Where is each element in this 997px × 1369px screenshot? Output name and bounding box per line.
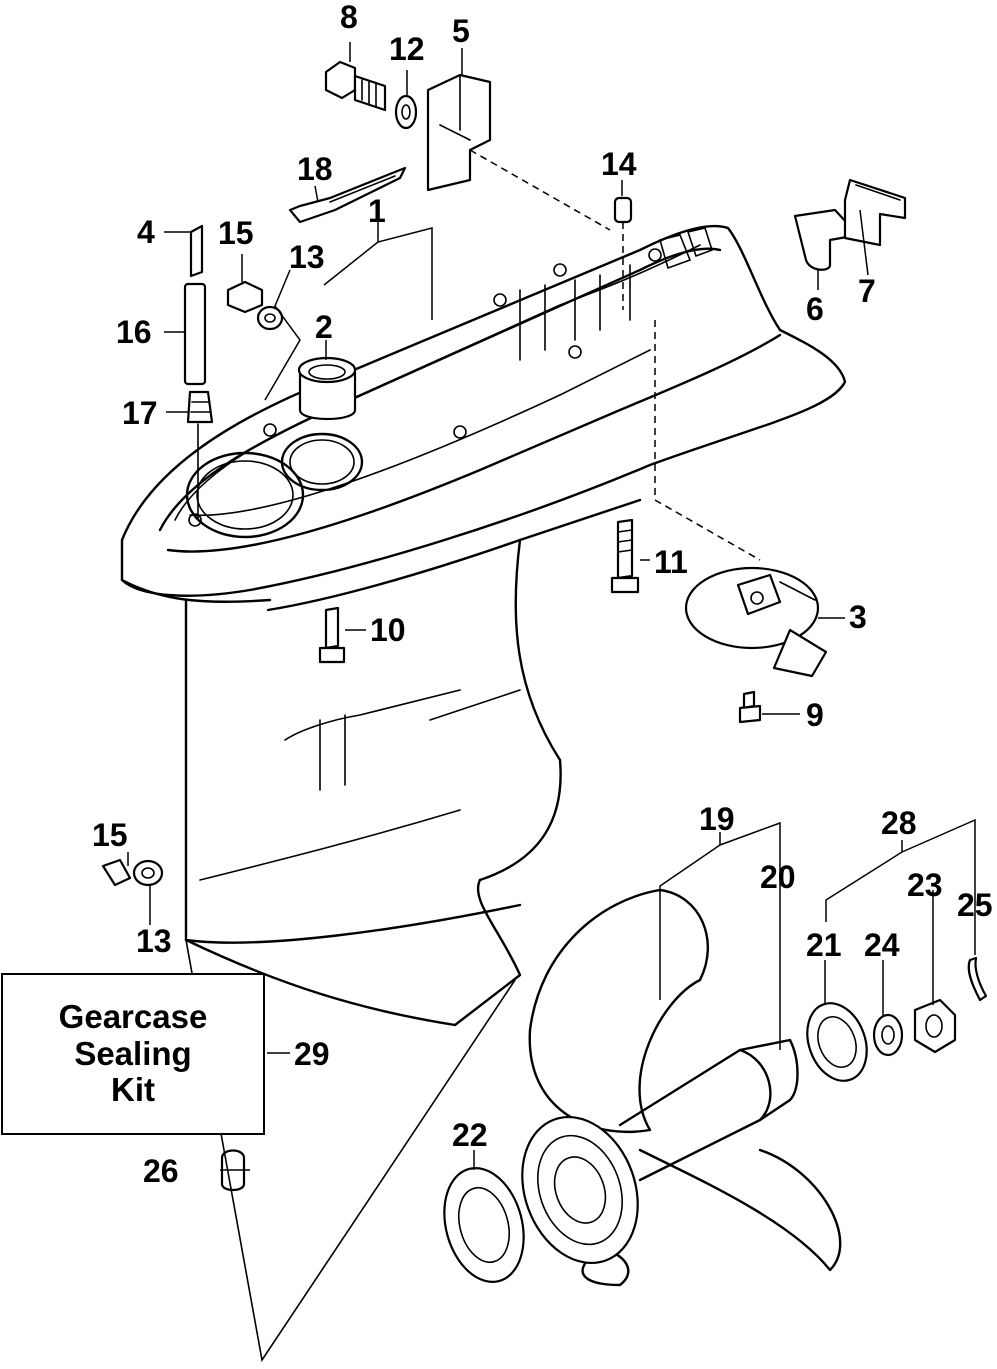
callout-6: 6 bbox=[806, 291, 824, 327]
trim-tab-3-part bbox=[684, 566, 828, 678]
callout-21: 21 bbox=[806, 927, 842, 963]
gearcase-housing bbox=[120, 224, 847, 1027]
callout-13-side: 13 bbox=[136, 923, 172, 959]
callout-12: 12 bbox=[389, 31, 425, 67]
plug-15-side-part bbox=[101, 858, 132, 887]
fitting-17-part bbox=[186, 390, 214, 521]
nut-23-part bbox=[913, 998, 957, 1054]
callout-18: 18 bbox=[297, 151, 333, 187]
callout-29: 29 bbox=[294, 1036, 330, 1072]
callout-9: 9 bbox=[806, 697, 824, 733]
callout-17: 17 bbox=[122, 395, 158, 431]
callout-23: 23 bbox=[907, 867, 943, 903]
kit-box-line-1: Gearcase bbox=[58, 997, 208, 1035]
tube-16-part bbox=[183, 282, 207, 386]
tie-strap-18-part bbox=[288, 166, 407, 224]
callout-22: 22 bbox=[452, 1117, 488, 1153]
callout-25: 25 bbox=[957, 887, 993, 923]
callout-15-top: 15 bbox=[218, 215, 254, 251]
bracket-7-part bbox=[843, 178, 907, 247]
callout-19: 19 bbox=[699, 801, 735, 837]
cotter-pin-25-part bbox=[967, 956, 988, 1002]
callout-14: 14 bbox=[601, 146, 637, 182]
callout-13-top: 13 bbox=[289, 239, 325, 275]
callout-26: 26 bbox=[143, 1153, 179, 1189]
bolt-8-part bbox=[324, 60, 387, 112]
callout-2: 2 bbox=[315, 309, 333, 345]
bolt-11-part bbox=[610, 518, 640, 594]
pin-4-part bbox=[189, 224, 204, 278]
callout-numbers: 1 2 3 4 5 6 7 8 9 10 11 12 13 13 14 15 1… bbox=[92, 0, 993, 1189]
washer-13-side-part bbox=[132, 859, 164, 887]
callout-15-side: 15 bbox=[92, 817, 128, 853]
callout-4: 4 bbox=[137, 214, 155, 250]
dowel-14-part bbox=[613, 196, 633, 310]
callout-16: 16 bbox=[116, 314, 152, 350]
callout-8: 8 bbox=[340, 0, 358, 35]
callout-11: 11 bbox=[654, 544, 688, 580]
callout-1: 1 bbox=[368, 193, 386, 229]
callout-10: 10 bbox=[370, 612, 406, 648]
kit-box-line-2: Sealing bbox=[74, 1034, 192, 1072]
thrust-washer-21-part bbox=[806, 1002, 868, 1082]
bolt-10-part bbox=[318, 606, 346, 664]
gearcase-sealing-kit-box: Gearcase Sealing Kit bbox=[1, 973, 265, 1135]
washer-12-part bbox=[394, 94, 418, 130]
callout-5: 5 bbox=[452, 13, 470, 49]
kit-box-line-3: Kit bbox=[111, 1071, 155, 1109]
callout-7: 7 bbox=[858, 273, 876, 309]
callout-20: 20 bbox=[760, 859, 796, 895]
propeller-part bbox=[521, 888, 842, 1287]
anode-5-part bbox=[426, 73, 492, 192]
plug-15-top-part bbox=[226, 280, 264, 314]
spacer-22-part bbox=[443, 1167, 525, 1283]
callout-3: 3 bbox=[849, 599, 867, 635]
screw-9-part bbox=[738, 690, 762, 724]
washer-24-part bbox=[872, 1013, 904, 1057]
callout-28: 28 bbox=[881, 805, 917, 841]
washer-13-top-part bbox=[256, 305, 284, 331]
callout-24: 24 bbox=[864, 927, 900, 963]
